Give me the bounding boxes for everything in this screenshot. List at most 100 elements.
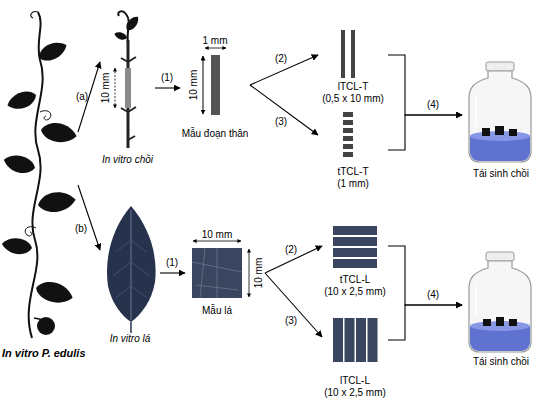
longitudinal-stem-slices [341, 30, 355, 78]
regeneration-node: Tái sinh chồi [462, 250, 540, 368]
step-number: (1) [166, 257, 178, 268]
flow-arrow [78, 185, 100, 250]
slice-node: tTCL-T(1 mm) [318, 108, 388, 190]
flow-arrow [155, 87, 180, 88]
culture-jar-part [482, 128, 490, 136]
culture-jar [469, 62, 531, 162]
shoot-illustration-part [125, 68, 131, 108]
plant-silhouette-part [2, 152, 37, 176]
size-caption: (10 x 2,5 mm) [324, 387, 386, 399]
culture-jar-part [509, 129, 517, 136]
culture-jar-part [483, 319, 491, 326]
step-number: (2) [285, 244, 297, 255]
plant-silhouette-part [5, 88, 39, 113]
slice-node: tTCL-L(10 x 2,5 mm) [322, 222, 388, 298]
transverse-stem-slices-part [343, 120, 353, 125]
culture-jar-part [495, 126, 504, 135]
node-caption: tTCL-L [340, 274, 371, 286]
node-caption: In vitro chồi [102, 154, 153, 166]
transverse-leaf-strips [333, 226, 377, 268]
leaf-sample-part [192, 248, 242, 298]
longitudinal-stem-slices-part [341, 30, 345, 78]
leaf-sample-part [193, 241, 241, 242]
node-caption: Mẫu lá [202, 305, 232, 317]
plant-silhouette-part [1, 236, 33, 256]
shoot-illustration-part [128, 136, 135, 140]
leaf-node: In vitro lá [100, 200, 160, 345]
flow-arrow [388, 246, 462, 305]
culture-jar-part [475, 286, 477, 316]
transverse-leaf-strips-part [333, 226, 377, 235]
culture-jar-part [486, 62, 514, 71]
node-caption: Tái sinh chồi [473, 168, 529, 180]
culture-jar-part [475, 96, 477, 126]
step-number: (4) [427, 289, 439, 300]
plant-silhouette-part [31, 12, 38, 18]
culture-jar-part [469, 71, 531, 162]
plant-silhouette-part [39, 121, 78, 146]
transverse-stem-slices-part [343, 136, 353, 141]
node-caption: tTCL-T [337, 166, 368, 178]
leaf-illustration-part [107, 206, 156, 322]
stem-segment-part [211, 55, 220, 115]
longitudinal-leaf-strips-part [345, 318, 355, 362]
node-caption: In vitro P. edulis [2, 346, 86, 360]
dimension-label: 10 mm [100, 73, 111, 104]
regeneration-node: Tái sinh chồi [462, 60, 540, 180]
step-number: (3) [285, 315, 297, 326]
stem-segment [203, 48, 226, 115]
step-number: (1) [161, 72, 173, 83]
plant-silhouette-part [37, 190, 77, 215]
culture-jar-part [496, 317, 504, 326]
shoot-illustration [113, 11, 141, 148]
node-caption: Mẫu đoạn thân [182, 128, 249, 140]
culture-jar-part [486, 252, 514, 261]
step-number: (a) [76, 91, 88, 102]
plant-node: In vitro P. edulis [2, 8, 78, 360]
size-caption: (10 x 2,5 mm) [324, 286, 386, 298]
slice-node: lTCL-L(10 x 2,5 mm) [322, 315, 388, 399]
plant-silhouette-part [34, 318, 44, 320]
transverse-stem-slices-part [343, 152, 353, 157]
transverse-leaf-strips-part [333, 237, 377, 246]
transverse-stem-slices [343, 112, 353, 157]
shoot-illustration-part [115, 68, 116, 108]
node-caption: In vitro lá [110, 333, 151, 345]
node-caption: Tái sinh chồi [473, 356, 529, 368]
leaf-sample-part [249, 249, 250, 297]
flow-arrow [388, 115, 462, 150]
size-caption: (1 mm) [337, 178, 369, 190]
leaf-illustration-part [130, 322, 132, 333]
longitudinal-stem-slices-part [351, 30, 355, 78]
plant-silhouette [1, 12, 78, 338]
leaf-sample [192, 241, 249, 298]
transverse-stem-slices-part [343, 112, 353, 117]
shoot-illustration-part [121, 57, 136, 62]
stem-segment-part [203, 56, 204, 114]
culture-jar-part [509, 319, 517, 326]
plant-silhouette-part [34, 278, 76, 307]
flow-arrow [160, 272, 185, 273]
stem-segment-part [205, 48, 226, 49]
step-number: (4) [427, 99, 439, 110]
node-caption: lTCL-T [338, 81, 369, 93]
flow-arrow [388, 305, 462, 340]
transverse-stem-slices-part [343, 128, 353, 133]
leaf-sample-part [192, 248, 242, 298]
slice-node: lTCL-T(0,5 x 10 mm) [318, 25, 388, 105]
flow-arrow [265, 273, 322, 337]
longitudinal-leaf-strips-part [333, 318, 343, 362]
plant-silhouette-part [40, 111, 51, 120]
culture-jar [469, 252, 531, 352]
longitudinal-leaf-strips-part [368, 318, 378, 362]
dimension-label: 1 mm [203, 35, 228, 46]
flow-arrow [388, 55, 462, 115]
shoot-illustration-part [124, 14, 142, 33]
node-caption: lTCL-L [340, 375, 370, 387]
step-number: (b) [75, 223, 87, 234]
longitudinal-leaf-strips-part [356, 318, 366, 362]
flow-arrow [250, 85, 318, 135]
step-number: (2) [275, 53, 287, 64]
longitudinal-leaf-strips [333, 318, 378, 362]
